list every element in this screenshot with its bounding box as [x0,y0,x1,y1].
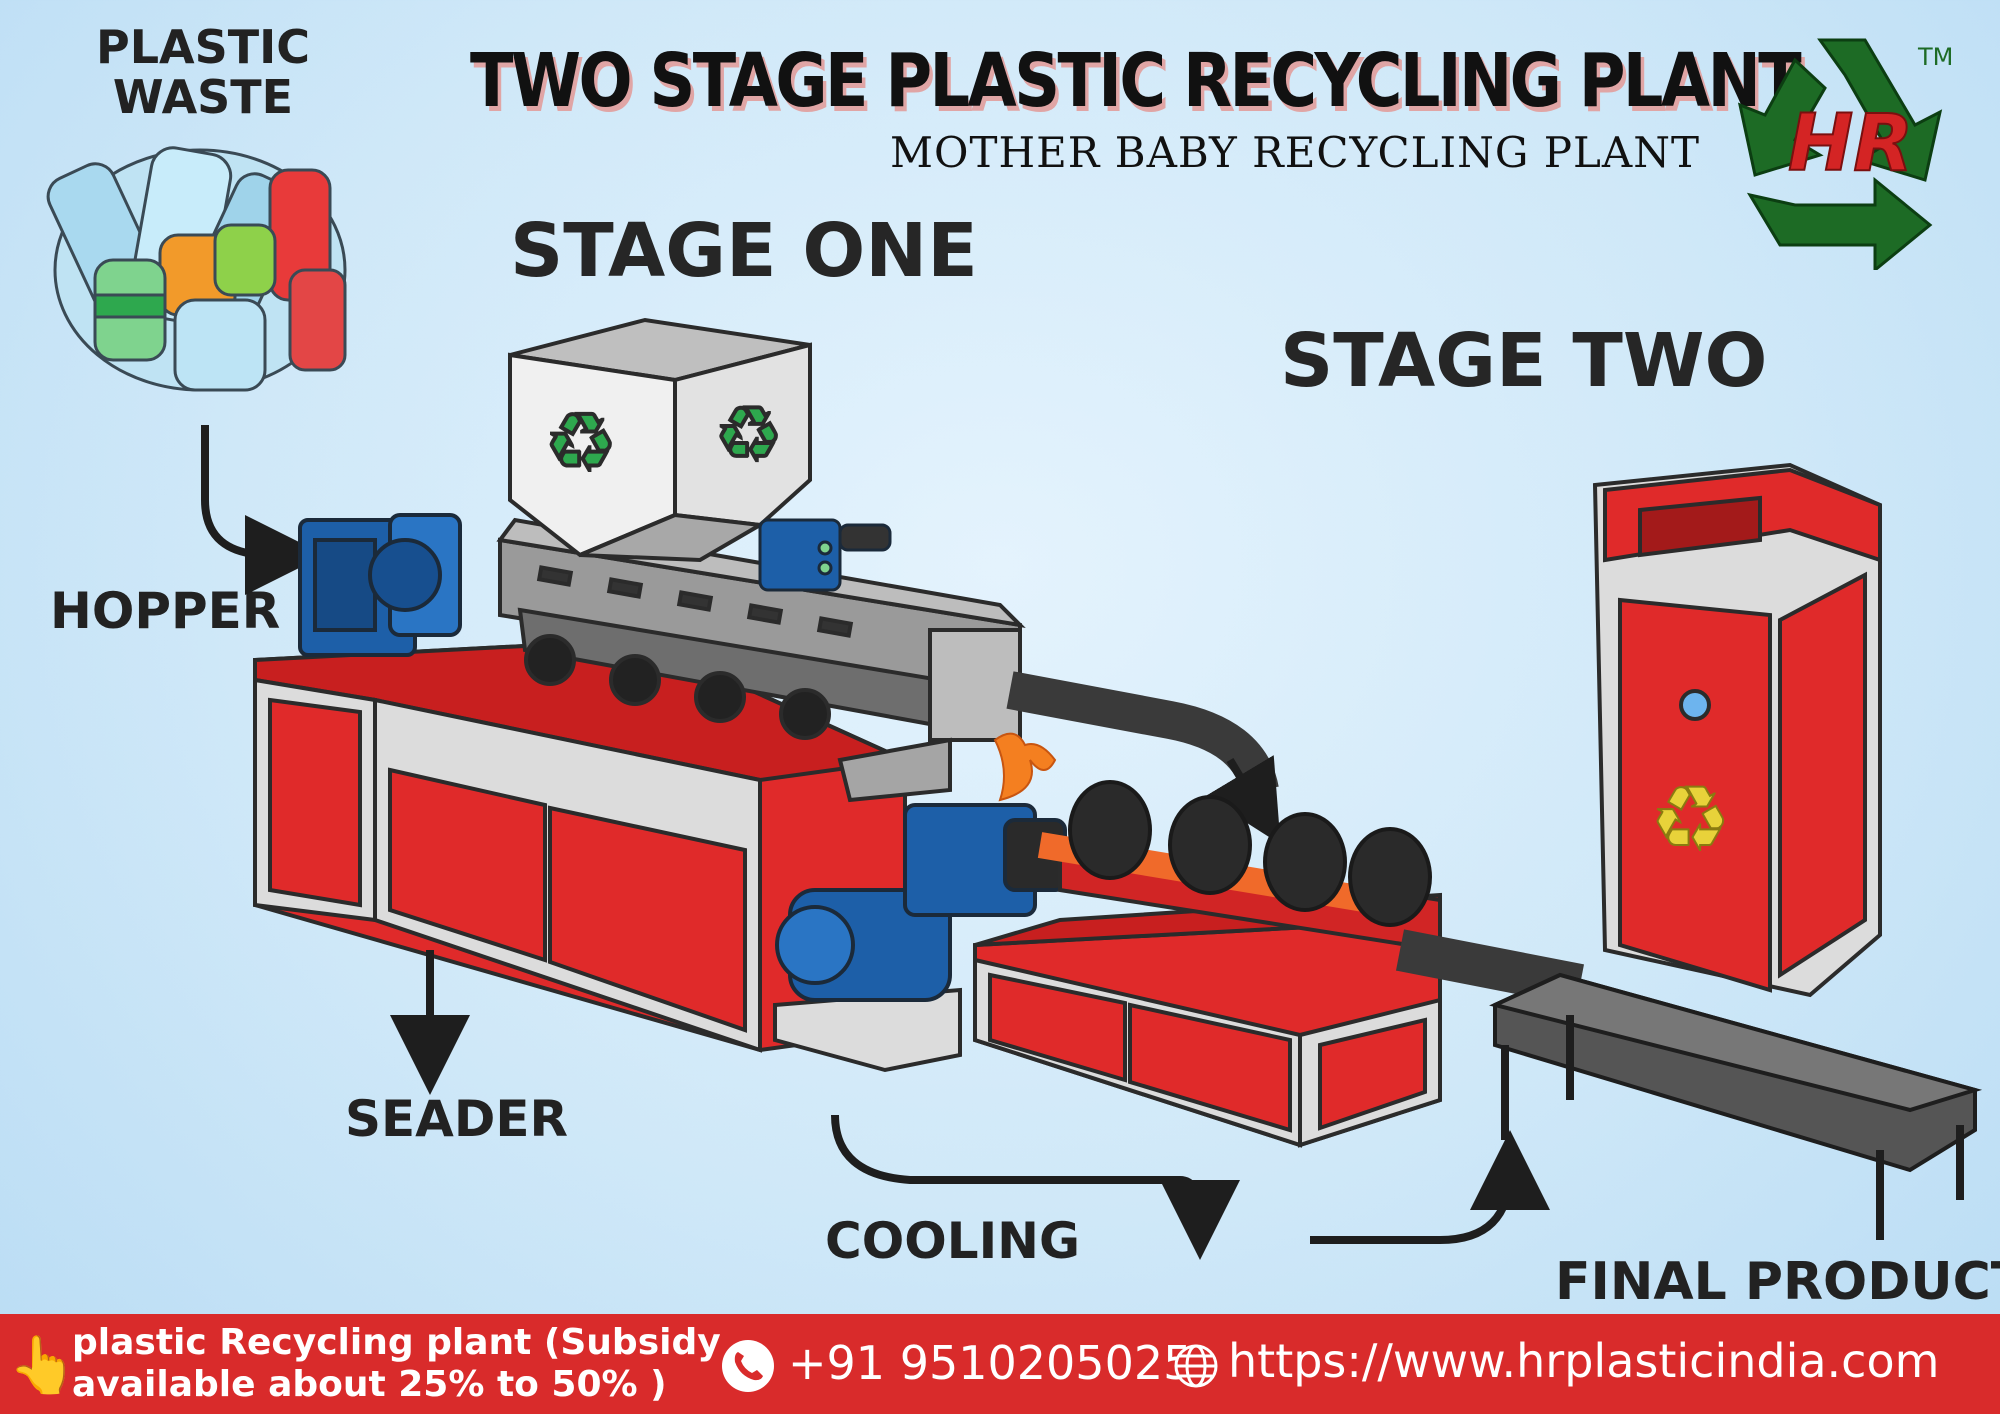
plant-illustration: ♻ ♻ [46,146,1983,1260]
pointing-hand-icon: 👆 [8,1333,78,1398]
page-subtitle: MOTHER BABY RECYCLING PLANT [890,128,1701,177]
plastic-waste-line2: WASTE [112,70,294,124]
output-conveyor [1395,929,1983,1240]
stage-one-base [253,637,913,1053]
barrel-motor [758,518,892,592]
subsidy-note-line1: plastic Recycling plant (Subsidy [72,1322,721,1363]
drive-motor-left [298,513,462,657]
footer-bar: 👆 plastic Recycling plant (Subsidy avail… [0,1314,2000,1414]
drive-motor-right [773,803,1067,1073]
plastic-waste-label: PLASTIC WASTE [96,22,310,122]
subsidy-note-line2: available about 25% to 50% ) [72,1364,667,1405]
stage-one-heading: STAGE ONE [510,208,978,294]
globe-icon [1172,1342,1220,1390]
hopper-label: HOPPER [50,582,281,640]
recycle-icon: ♻ [715,390,782,478]
recycle-icon: ♻ [545,396,617,489]
website-link[interactable]: https://www.hrplasticindia.com [1228,1334,1940,1388]
stage-two-heading: STAGE TWO [1280,318,1768,404]
seader-label: SEADER [345,1090,569,1148]
recycle-icon: HR TM [1737,38,1953,274]
phone-number[interactable]: +91 9510205025 [788,1336,1193,1390]
recycle-icon: ♻ [1650,767,1731,872]
heater-flame-icon [993,732,1057,802]
cooling-label: COOLING [825,1212,1081,1270]
transfer-pipe [1006,671,1281,845]
hr-logo: HR TM [1700,20,1980,274]
cutter-cabinet: ♻ [1592,462,1882,998]
trademark-mark: TM [1917,43,1953,71]
plastic-waste-line1: PLASTIC [96,20,311,74]
stage-two-base [973,837,1442,1148]
cooling-rollers [1037,780,1432,927]
logo-text: HR [1788,99,1913,189]
phone-icon [722,1340,774,1392]
subsidy-note: plastic Recycling plant (Subsidy availab… [72,1322,721,1406]
final-product-label: FINAL PRODUCT [1555,1252,2000,1312]
plastic-bottles-icon [46,146,347,392]
